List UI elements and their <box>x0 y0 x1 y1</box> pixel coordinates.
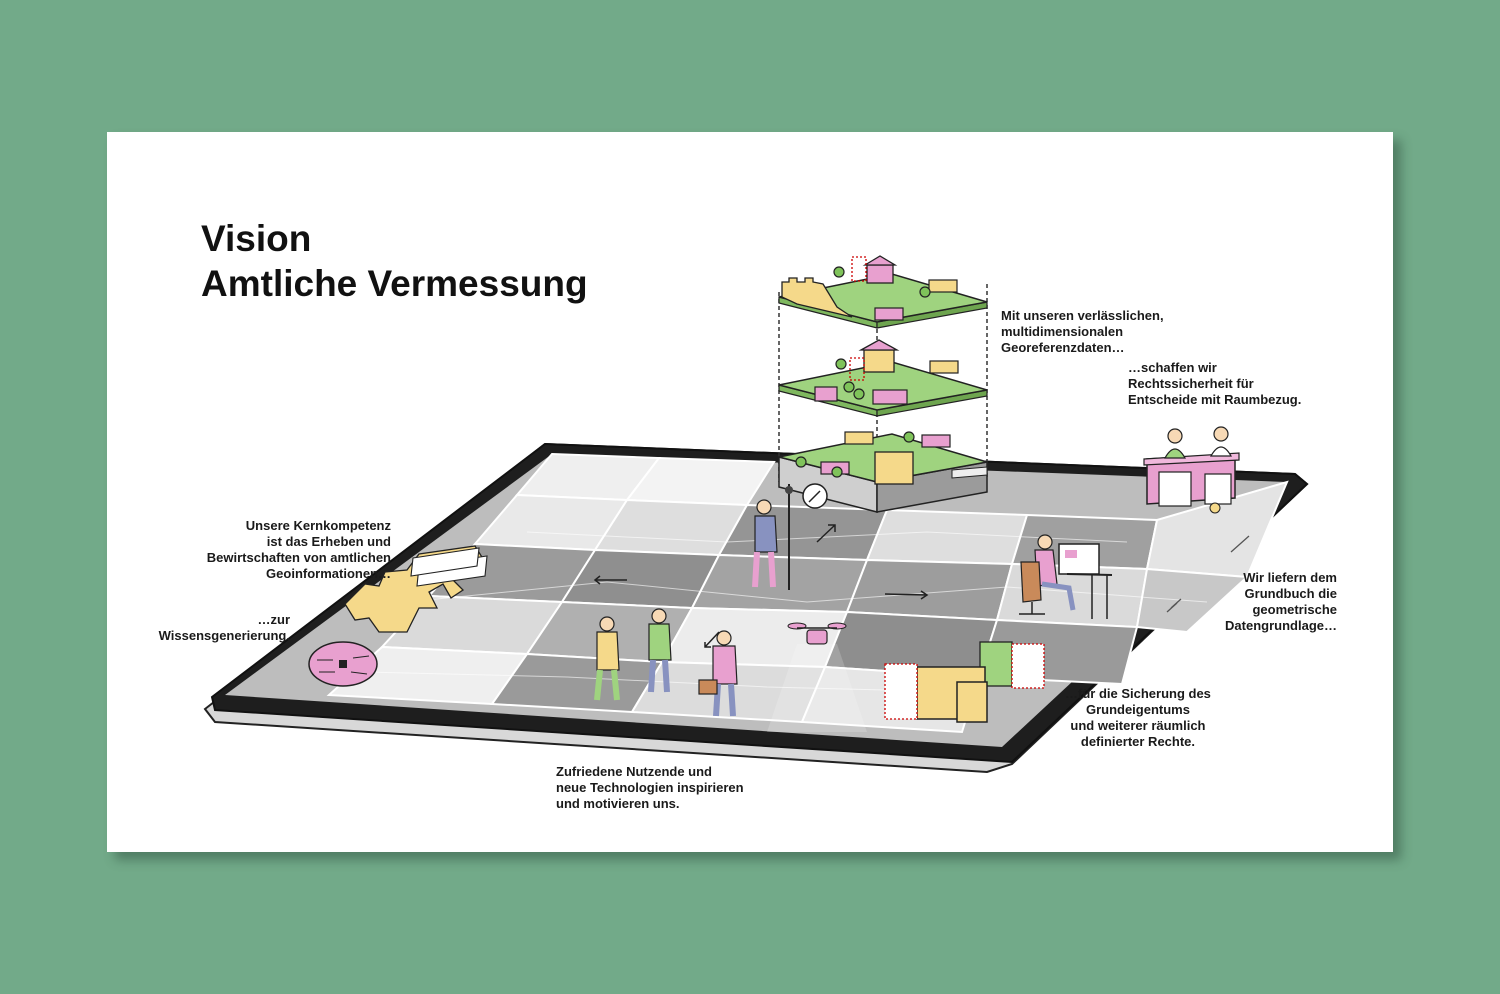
title-line-amtliche-vermessung: Amtliche Vermessung <box>201 263 588 304</box>
surveyor-person <box>752 484 793 590</box>
computer-monitor-icon <box>1058 543 1100 575</box>
tablet-speaker-slots <box>1166 535 1250 613</box>
title-line-vision: Vision <box>201 218 312 259</box>
page-title: Vision Amtliche Vermessung <box>201 216 588 306</box>
caption-zufriedene-nutzende: Zufriedene Nutzende und neue Technologie… <box>556 764 744 811</box>
caption-rechtssicherheit: …schaffen wir Rechtssicherheit für Entsc… <box>1128 360 1302 407</box>
floor-arrows <box>593 524 929 648</box>
office-worker <box>1019 534 1113 619</box>
drone-icon <box>767 622 867 732</box>
layer-tower <box>778 255 988 513</box>
caption-grundeigentum: …für die Sicherung des Grundeigentums un… <box>1065 686 1211 749</box>
ground-tiles <box>326 452 1289 734</box>
briefcase-icon <box>698 679 718 695</box>
isometric-illustration <box>203 255 1309 774</box>
court-desk <box>1143 426 1240 514</box>
office-chair-icon <box>1020 561 1042 603</box>
stamp-icon <box>1209 502 1221 514</box>
caption-grundbuch: Wir liefern dem Grundbuch die geometrisc… <box>1225 570 1337 633</box>
caption-kernkompetenz: Unsere Kernkompetenz ist das Erheben und… <box>206 518 391 581</box>
switzerland-map-icon <box>344 545 488 633</box>
caption-georeferenzdaten: Mit unseren verlässlichen, multidimensio… <box>1001 308 1164 355</box>
building-cluster <box>884 641 1045 723</box>
brain-icon <box>308 641 378 687</box>
visitors-group <box>594 608 738 717</box>
poster-card: Vision Amtliche Vermessung Mit unseren v… <box>107 132 1393 852</box>
caption-wissensgenerierung: …zur Wissensgenerierung. <box>158 612 290 643</box>
